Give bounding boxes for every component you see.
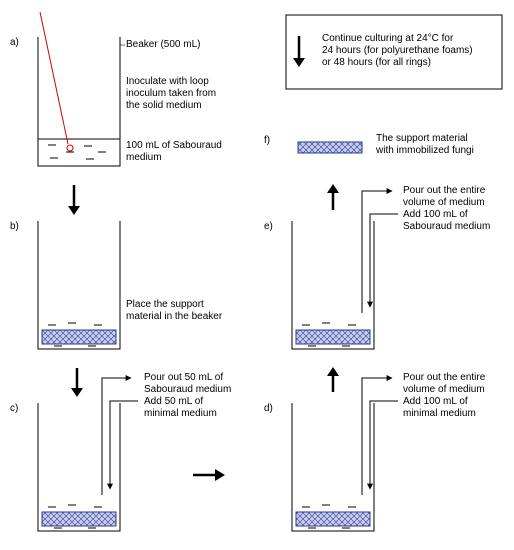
beaker-d <box>291 403 375 532</box>
support-material-c <box>41 511 117 527</box>
pour-text-c: Pour out 50 mL of Sabouraud medium <box>144 372 232 395</box>
beaker-c <box>37 403 121 532</box>
place-support-text: Place the support material in the beaker <box>126 299 223 322</box>
support-material-f <box>297 141 363 154</box>
pour-text-d: Pour out the entire volume of medium <box>403 372 486 395</box>
step-label-d: d) <box>264 403 273 414</box>
inoculation-loop <box>39 11 74 152</box>
add-text-e: Add 100 mL of Sabouraud medium <box>403 209 491 232</box>
medium-dashes-a <box>48 144 106 160</box>
step-label-e: e) <box>264 221 273 232</box>
step-label-b: b) <box>10 221 19 232</box>
inoculate-text: Inoculate with loop inoculum taken from … <box>126 76 217 111</box>
pour-add-arrows-d <box>361 375 398 495</box>
support-material-b <box>41 329 117 345</box>
beaker-e <box>291 221 375 350</box>
arrow-right-c-d <box>193 469 225 481</box>
sabouraud-100-text: 100 mL of Sabouraud medium <box>126 140 222 163</box>
beaker-label: Beaker (500 mL) <box>126 39 201 50</box>
medium-dashes-e <box>302 322 356 347</box>
add-text-c: Add 50 mL of minimal medium <box>144 396 217 419</box>
step-label-c: c) <box>10 403 19 414</box>
continue-text: Continue culturing at 24°C for 24 hours … <box>322 33 473 68</box>
beaker-a <box>37 37 121 167</box>
support-f-text: The support material with immobilized fu… <box>376 133 474 156</box>
arrow-up-e-f <box>327 184 339 210</box>
pour-add-arrows-c <box>101 375 138 495</box>
arrow-down-a-b <box>68 185 80 215</box>
support-material-e <box>295 329 371 345</box>
support-material-d <box>295 511 371 527</box>
add-text-d: Add 100 mL of minimal medium <box>403 396 476 419</box>
beaker-b <box>37 221 121 350</box>
pour-add-arrows-e <box>361 188 398 313</box>
continue-box <box>285 14 503 90</box>
arrow-up-d-e <box>327 367 339 392</box>
medium-dashes-b <box>48 322 102 347</box>
step-label-f: f) <box>264 135 271 146</box>
medium-dashes-c <box>48 504 102 529</box>
medium-dashes-d <box>302 504 356 529</box>
pour-text-e: Pour out the entire volume of medium <box>403 185 486 208</box>
step-label-a: a) <box>10 37 19 48</box>
arrow-down-continue <box>293 36 305 67</box>
arrow-down-b-c <box>71 368 83 397</box>
